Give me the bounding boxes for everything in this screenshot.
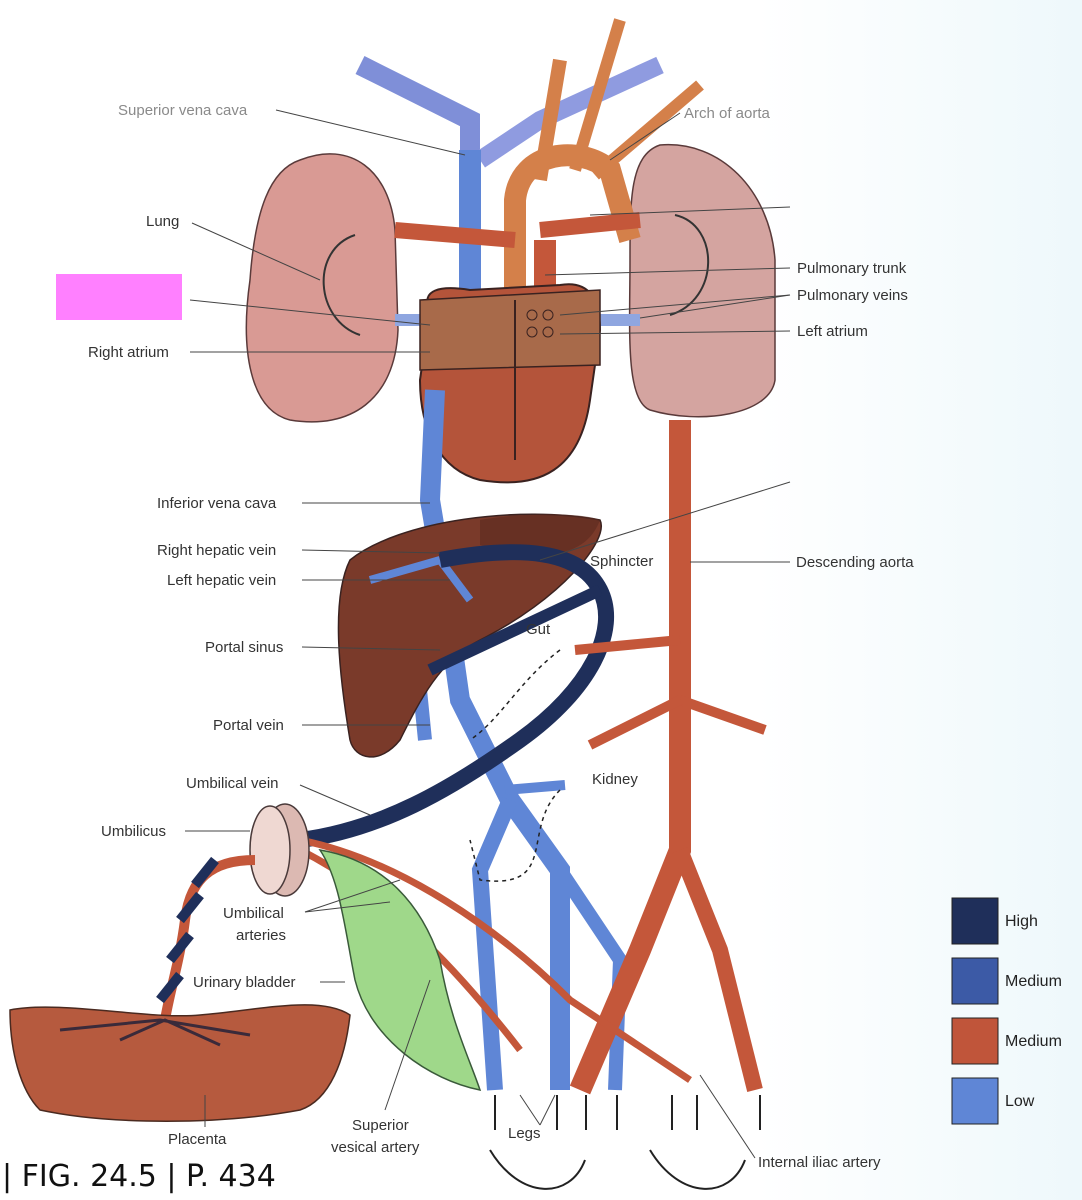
label-left-atrium: Left atrium (797, 323, 868, 340)
heart-atria (419, 289, 601, 371)
label-placenta: Placenta (168, 1131, 227, 1148)
lung-flow-arrow-right (322, 234, 361, 336)
lung-flow-arrow-left (669, 214, 710, 316)
placenta-shape (9, 1004, 351, 1122)
legend-swatch (951, 957, 999, 1005)
label-umbilical-arteries-line2: arteries (236, 927, 286, 944)
label-gut: Gut (526, 621, 551, 638)
umbilical-artery-1 (299, 836, 692, 1083)
legend-label: Medium (1005, 973, 1062, 990)
renal-vein (504, 780, 566, 795)
ductus-venosus (427, 584, 603, 676)
renal-artery-right (678, 695, 767, 735)
placenta-vessels (59, 1018, 251, 1047)
legend-swatch (951, 1017, 999, 1065)
pulmonary-artery-left (539, 212, 641, 238)
legend-swatch (951, 1077, 999, 1125)
label-umbilical-arteries-line1: Umbilical (223, 905, 284, 922)
aorta-right-leg (672, 847, 763, 1092)
label-arch-of-aorta: Arch of aorta (684, 105, 771, 122)
label-umbilical-vein: Umbilical vein (186, 775, 279, 792)
label-inferior-vena-cava: Inferior vena cava (157, 495, 277, 512)
liver-shade (480, 514, 600, 555)
right-lung (245, 153, 399, 423)
label-umbilicus: Umbilicus (101, 823, 166, 840)
label-kidney: Kidney (592, 771, 638, 788)
legend-label: Medium (1005, 1033, 1062, 1050)
aorta-branch-2 (569, 18, 626, 172)
label-sphincter: Sphincter (590, 553, 653, 570)
aorta-branch-3 (591, 80, 704, 180)
left-lung (628, 143, 776, 418)
leg-arrows (489, 1095, 761, 1190)
aorta-branch-1 (533, 58, 567, 182)
legend-swatch (951, 897, 999, 945)
legend-label: High (1005, 913, 1038, 930)
label-superior-vesical-artery-line1: Superior (352, 1117, 409, 1134)
urinary-bladder-shape (318, 848, 482, 1091)
umbilicus-disc-front (249, 805, 291, 895)
gut-dashed-path (469, 649, 561, 741)
label-superior-vesical-artery-line2: vesical artery (331, 1139, 420, 1156)
legend-label: Low (1005, 1093, 1035, 1110)
label-right-atrium: Right atrium (88, 344, 169, 361)
label-superior-vena-cava: Superior vena cava (118, 102, 248, 119)
kidney-dashed-path (469, 789, 561, 882)
label-lung: Lung (146, 213, 179, 230)
label-descending-aorta: Descending aorta (796, 554, 914, 571)
label-internal-iliac-artery: Internal iliac artery (758, 1154, 881, 1171)
label-left-hepatic-vein: Left hepatic vein (167, 572, 276, 589)
leader-lines (185, 109, 791, 1159)
figure-caption: | FIG. 24.5 | P. 434 (2, 1159, 276, 1194)
left-brachiocephalic-vein (475, 56, 664, 168)
iliac-vein-right (554, 866, 628, 1091)
label-urinary-bladder: Urinary bladder (193, 974, 296, 991)
masked-label-box (56, 274, 182, 320)
label-pulmonary-trunk: Pulmonary trunk (797, 260, 907, 277)
renal-artery-left (587, 695, 683, 750)
label-right-hepatic-vein: Right hepatic vein (157, 542, 276, 559)
umbilical-vein-vessel (299, 544, 615, 848)
label-portal-sinus: Portal sinus (205, 639, 283, 656)
label-legs: Legs (508, 1125, 541, 1142)
umbilical-cord-coil (156, 856, 219, 1004)
descending-aorta-vessel (569, 420, 691, 1095)
label-pulmonary-veins: Pulmonary veins (797, 287, 908, 304)
label-portal-vein: Portal vein (213, 717, 284, 734)
pulmonary-artery-right (394, 222, 516, 248)
gut-artery (574, 635, 681, 655)
